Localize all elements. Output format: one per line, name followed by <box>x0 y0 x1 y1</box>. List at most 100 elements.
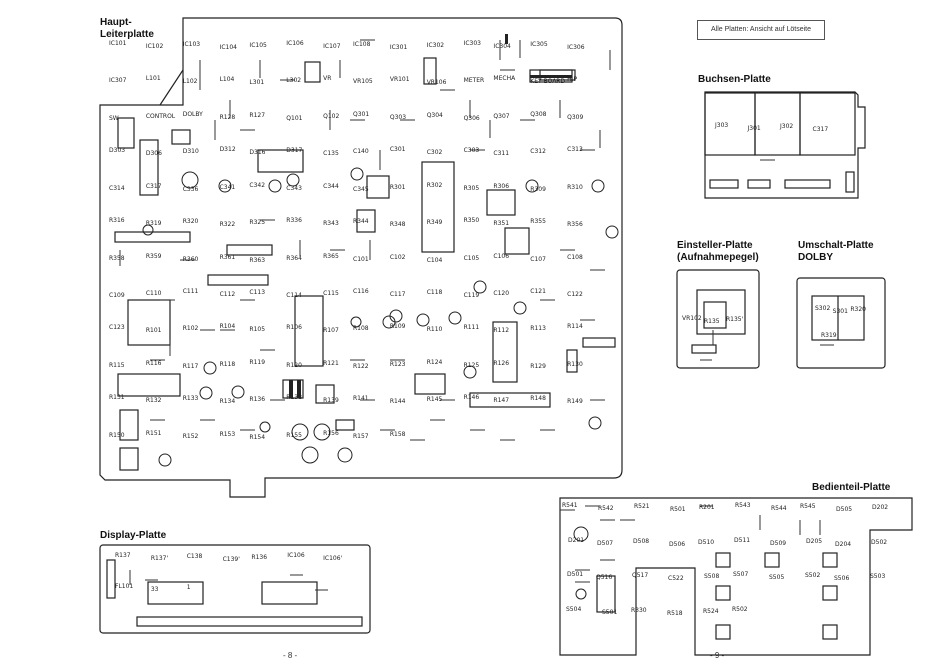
main_labels-label: Q303 <box>389 113 407 121</box>
control_labels-label: D502 <box>871 538 888 546</box>
main_labels-label: R322 <box>219 221 236 229</box>
main_labels-label: DOLBY <box>182 110 203 118</box>
main_labels-label: C302 <box>426 149 443 157</box>
main_labels-label: R350 <box>463 217 480 225</box>
main_labels-label: R349 <box>426 219 443 227</box>
main_labels-label: IC101 <box>109 40 127 47</box>
main_labels-label: R133 <box>182 395 199 403</box>
main_labels-label: R316 <box>109 217 125 225</box>
main_labels-label: R121 <box>323 359 339 367</box>
control_labels-label: C522 <box>668 575 684 582</box>
main_labels-label: C342 <box>249 181 266 189</box>
display_labels-label: IC106 <box>287 552 305 559</box>
main_labels-label: R363 <box>249 256 266 264</box>
main_labels-label: L102 <box>182 78 198 86</box>
control_labels-label: D201 <box>568 536 585 544</box>
main_labels-label: R126 <box>493 359 510 367</box>
main_labels-label: C110 <box>145 289 162 297</box>
main_labels-label: C301 <box>389 146 406 154</box>
main_labels-label: IC107 <box>323 43 341 50</box>
dolby_labels-label: S302 <box>815 305 831 312</box>
control_labels-label: R502 <box>732 605 748 613</box>
main_labels-label: R117 <box>182 362 199 370</box>
dolby_labels-label: R319 <box>821 331 837 339</box>
main_labels-label: D316 <box>249 149 266 157</box>
control_labels-label: D505 <box>836 506 853 513</box>
display_labels-label: R137' <box>150 555 169 562</box>
main_labels-label: D317 <box>286 147 303 155</box>
view-note: Alle Platten: Ansicht auf Lötseite <box>697 20 825 40</box>
main_labels-label: C313 <box>567 146 583 154</box>
main_labels-label: CONTROL <box>145 112 176 120</box>
main_labels-label: SW <box>109 114 119 122</box>
main_labels-label: R348 <box>389 221 406 229</box>
main_labels-label: R122 <box>353 362 369 370</box>
main_labels-label: IC105 <box>249 42 267 49</box>
page-number-left: - 8 - <box>283 651 298 660</box>
main_labels-label: R155 <box>286 431 302 439</box>
control_labels-label: R542 <box>598 505 614 512</box>
rec-level-board-outline <box>676 269 760 369</box>
main_labels-label: R128 <box>219 113 236 121</box>
main_labels-label: C108 <box>567 253 583 261</box>
main_labels-label: D312 <box>219 146 236 154</box>
control_labels-label: D510 <box>698 538 715 546</box>
main_labels-label: C341 <box>219 183 236 191</box>
main_labels-label: VR101 <box>389 76 410 84</box>
main_labels-label: C107 <box>530 255 546 263</box>
main_labels-label: L104 <box>219 76 235 84</box>
main_labels-label: R336 <box>286 217 302 225</box>
main_labels-label: R153 <box>219 430 236 438</box>
main_labels-label: C140 <box>353 148 369 156</box>
display_labels-label: R137 <box>115 552 131 559</box>
main_labels-label: Q304 <box>426 111 443 119</box>
main_labels-label: KEY BOARD <box>530 78 566 86</box>
main_labels-label: Q101 <box>286 114 303 122</box>
main_labels-label: R134 <box>219 398 236 406</box>
main_labels-label: C105 <box>463 254 480 262</box>
main_labels-label: L301 <box>249 79 265 87</box>
main_labels-label: R106 <box>286 324 302 332</box>
control_labels-label: R545 <box>800 503 816 510</box>
control_labels-label: R501 <box>670 506 686 513</box>
control_labels-label: R543 <box>735 502 751 509</box>
main_labels-label: METER <box>463 77 485 85</box>
main_labels-label: IC106 <box>286 40 304 47</box>
main_labels-label: VR <box>323 75 332 83</box>
main_labels-label: C112 <box>219 290 236 298</box>
main_labels-label: R107 <box>323 327 339 335</box>
main_labels-label: Q308 <box>530 110 547 118</box>
main_labels-label: C311 <box>493 150 510 158</box>
display_labels-label: 33 <box>150 586 159 593</box>
main_labels-label: C116 <box>353 287 369 295</box>
main_labels-label: R125 <box>463 361 480 369</box>
control_labels-label: R518 <box>667 609 683 617</box>
main_labels-label: C111 <box>182 287 199 295</box>
rec_level_labels-label: VR102 <box>682 315 702 322</box>
main_labels-label: R136 <box>249 396 266 404</box>
main_labels-label: C336 <box>182 185 199 193</box>
dolby-board-title: Umschalt-Platte DOLBY <box>798 240 874 263</box>
main_labels-label: R320 <box>182 218 199 226</box>
main_labels-label: C312 <box>530 148 546 156</box>
control-board-title: Bedienteil-Platte <box>812 482 891 493</box>
main_labels-label: R130 <box>567 360 583 368</box>
control_labels-label: D205 <box>806 537 823 545</box>
main_labels-label: R105 <box>249 326 266 334</box>
dolby-board-outline <box>796 277 886 369</box>
dolby_labels-label: R320 <box>850 306 866 313</box>
main_labels-label: C119 <box>463 291 480 299</box>
main_labels-label: C106 <box>493 252 510 260</box>
main_labels-label: R344 <box>353 218 369 226</box>
main_labels-label: C115 <box>323 289 339 297</box>
main_labels-label: C314 <box>109 184 125 192</box>
main_labels-label: R138 <box>286 394 302 402</box>
main_labels-label: MECHA <box>493 75 516 83</box>
main_labels-label: C120 <box>493 289 510 297</box>
main_labels-label: R154 <box>249 433 266 441</box>
main_labels-label: R151 <box>145 429 162 437</box>
main_labels-label: R102 <box>182 325 199 333</box>
main_labels-label: D306 <box>145 150 162 158</box>
main_labels-label: R147 <box>493 397 510 405</box>
control_labels-label: D507 <box>597 539 614 547</box>
